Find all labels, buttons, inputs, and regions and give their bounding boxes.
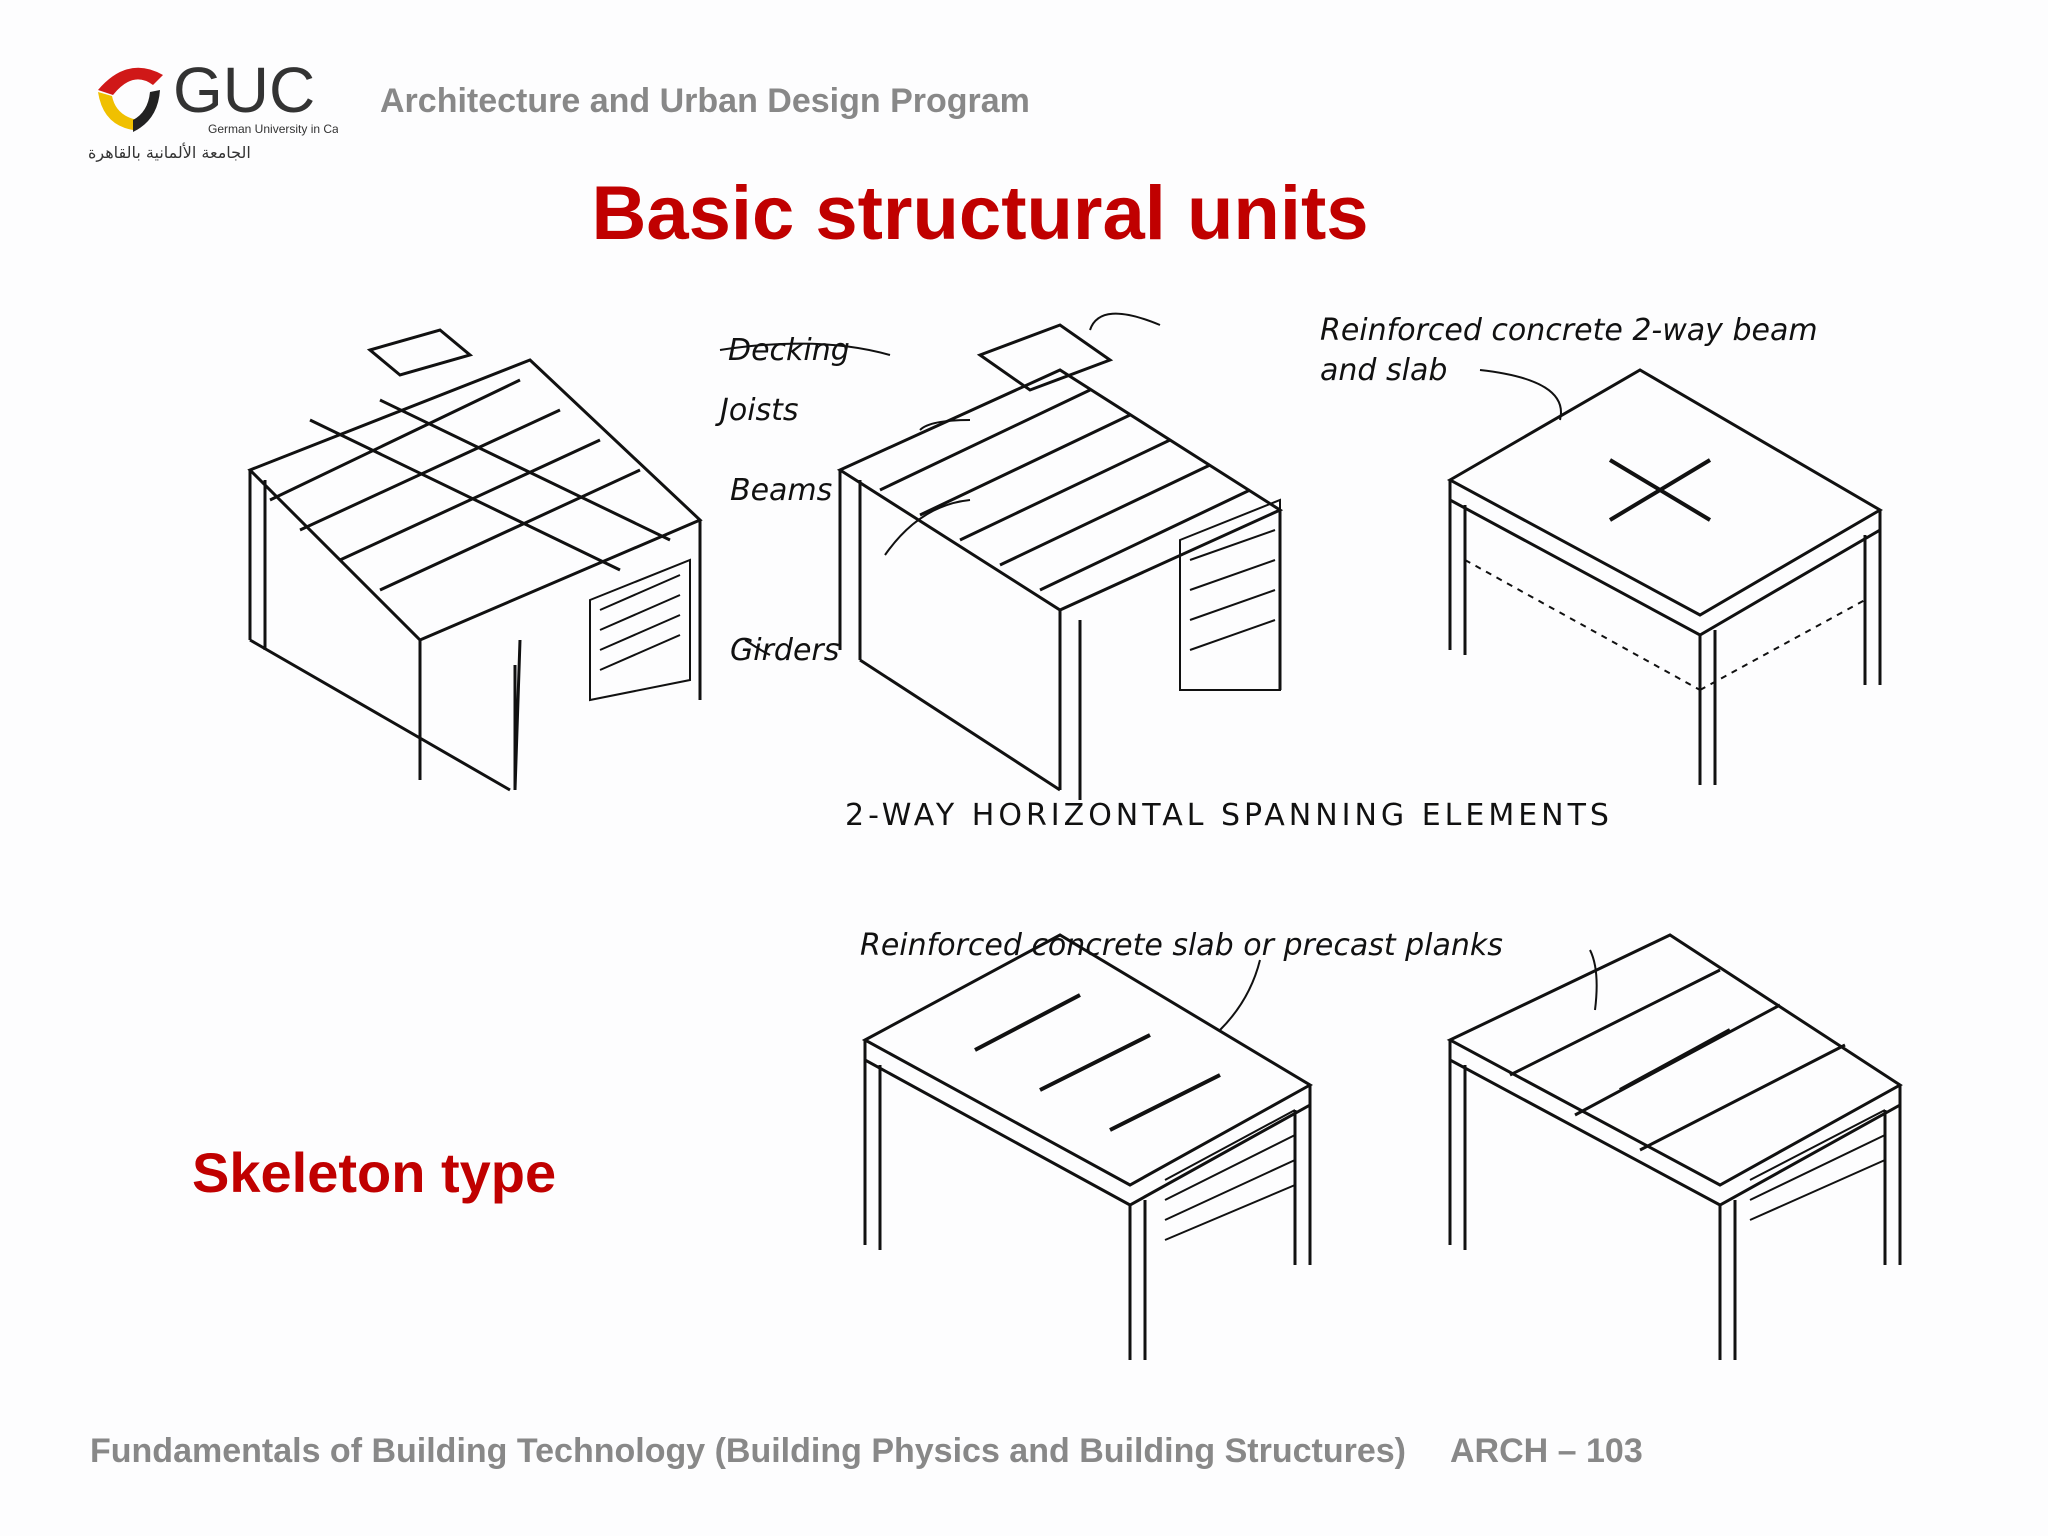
course-code: ARCH – 103	[1450, 1432, 1643, 1470]
skeleton-type-label: Skeleton type	[192, 1141, 557, 1204]
label-rc-two-way-2: and slab	[1320, 353, 1447, 388]
course-title: Fundamentals of Building Technology (Bui…	[90, 1432, 1406, 1470]
one-way-slab-unit	[861, 933, 1313, 1360]
guc-logo: GUC German University in Cairo الجامعة ا…	[88, 50, 352, 170]
slide-title: Basic structural units	[591, 171, 1369, 256]
logo-arabic: الجامعة الألمانية بالقاهرة	[88, 142, 251, 163]
label-girders: Girders	[730, 633, 839, 668]
label-two-way-caption: 2-WAY HORIZONTAL SPANNING ELEMENTS	[845, 798, 1613, 833]
label-rc-two-way: Reinforced concrete 2-way beam	[1320, 313, 1818, 348]
precast-plank-unit	[1446, 933, 1903, 1360]
framing-unit-1	[247, 328, 703, 792]
logo-subtext: German University in Cairo	[208, 122, 338, 136]
logo-text: GUC	[173, 54, 315, 126]
program-name: Architecture and Urban Design Program	[380, 82, 1030, 120]
label-joists: Joists	[715, 393, 799, 428]
label-beams: Beams	[730, 473, 832, 508]
label-rc-slab: Reinforced concrete slab or precast plan…	[860, 928, 1503, 963]
two-way-slab-unit	[1446, 368, 1883, 785]
label-decking: Decking	[728, 333, 850, 368]
framing-unit-2	[836, 323, 1284, 800]
